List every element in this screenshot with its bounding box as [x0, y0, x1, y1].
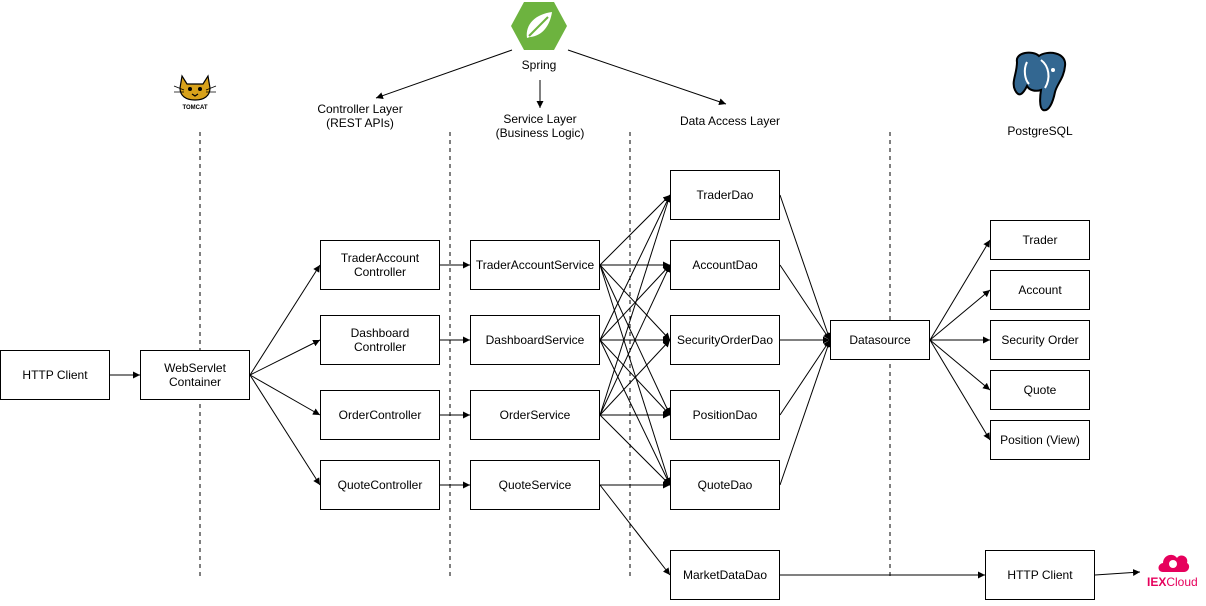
webservlet-container-box: WebServlet Container: [140, 350, 250, 400]
postgresql-elephant-icon: [1012, 51, 1067, 112]
connector-arrow: [599, 264, 672, 486]
security-order-dao-box: SecurityOrderDao: [670, 315, 780, 365]
table-quote: Quote: [990, 370, 1090, 410]
connector-arrow: [929, 239, 991, 341]
datasource-box: Datasource: [830, 320, 930, 360]
connector-arrow: [249, 264, 321, 376]
connector-arrow: [249, 374, 321, 416]
trader-account-service-box: TraderAccountService: [470, 240, 600, 290]
cloud-text: Cloud: [1166, 575, 1198, 589]
connector-arrow: [249, 339, 321, 376]
tomcat-label: TOMCAT: [182, 105, 208, 111]
connector-arrow: [599, 194, 671, 266]
iex-cloud-icon: [1158, 554, 1190, 572]
quote-dao-box: QuoteDao: [670, 460, 780, 510]
table-position-view: Position (View): [990, 420, 1090, 460]
connector-arrow: [779, 264, 831, 341]
dashboard-service-box: DashboardService: [470, 315, 600, 365]
iex-cloud-label: IEXCloud: [1147, 575, 1198, 589]
quote-controller-box: QuoteController: [320, 460, 440, 510]
tomcat-logo-icon: [173, 74, 217, 101]
connector-arrow: [249, 374, 321, 486]
connector-arrow: [599, 194, 671, 341]
connector-arrow: [599, 194, 672, 416]
connector-arrow: [929, 289, 991, 341]
quote-service-box: QuoteService: [470, 460, 600, 510]
data-access-layer-label: Data Access Layer: [679, 114, 781, 128]
iex-text: IEX: [1147, 575, 1167, 589]
connector-arrows: [110, 49, 1141, 579]
market-data-dao-box: MarketDataDao: [670, 550, 780, 600]
position-dao-box: PositionDao: [670, 390, 780, 440]
spring-label: Spring: [521, 58, 557, 72]
connector-arrow: [599, 264, 671, 341]
connector-arrow: [779, 339, 831, 416]
connector-arrow: [599, 414, 671, 486]
postgresql-label: PostgreSQL: [1007, 124, 1073, 138]
trader-dao-box: TraderDao: [670, 170, 780, 220]
connector-arrow: [779, 194, 832, 341]
connector-arrow: [599, 264, 671, 416]
connector-arrow: [599, 339, 671, 486]
connector-arrow: [375, 49, 513, 99]
connector-arrow: [567, 49, 727, 106]
order-controller-box: OrderController: [320, 390, 440, 440]
controller-layer-label: Controller Layer (REST APIs): [317, 102, 403, 130]
http-client-box: HTTP Client: [0, 350, 110, 400]
order-service-box: OrderService: [470, 390, 600, 440]
table-security-order: Security Order: [990, 320, 1090, 360]
connector-arrow: [929, 339, 991, 441]
dashboard-controller-box: Dashboard Controller: [320, 315, 440, 365]
account-dao-box: AccountDao: [670, 240, 780, 290]
connector-arrow: [929, 339, 991, 391]
spring-logo-icon: [511, 2, 567, 50]
connector-arrow: [779, 339, 832, 486]
external-http-client-box: HTTP Client: [985, 550, 1095, 600]
connector-arrow: [599, 484, 671, 576]
table-trader: Trader: [990, 220, 1090, 260]
service-layer-label: Service Layer (Business Logic): [495, 112, 585, 140]
table-account: Account: [990, 270, 1090, 310]
connector-arrow: [599, 339, 671, 416]
connector-arrow: [1094, 568, 1141, 576]
trader-account-controller-box: TraderAccount Controller: [320, 240, 440, 290]
